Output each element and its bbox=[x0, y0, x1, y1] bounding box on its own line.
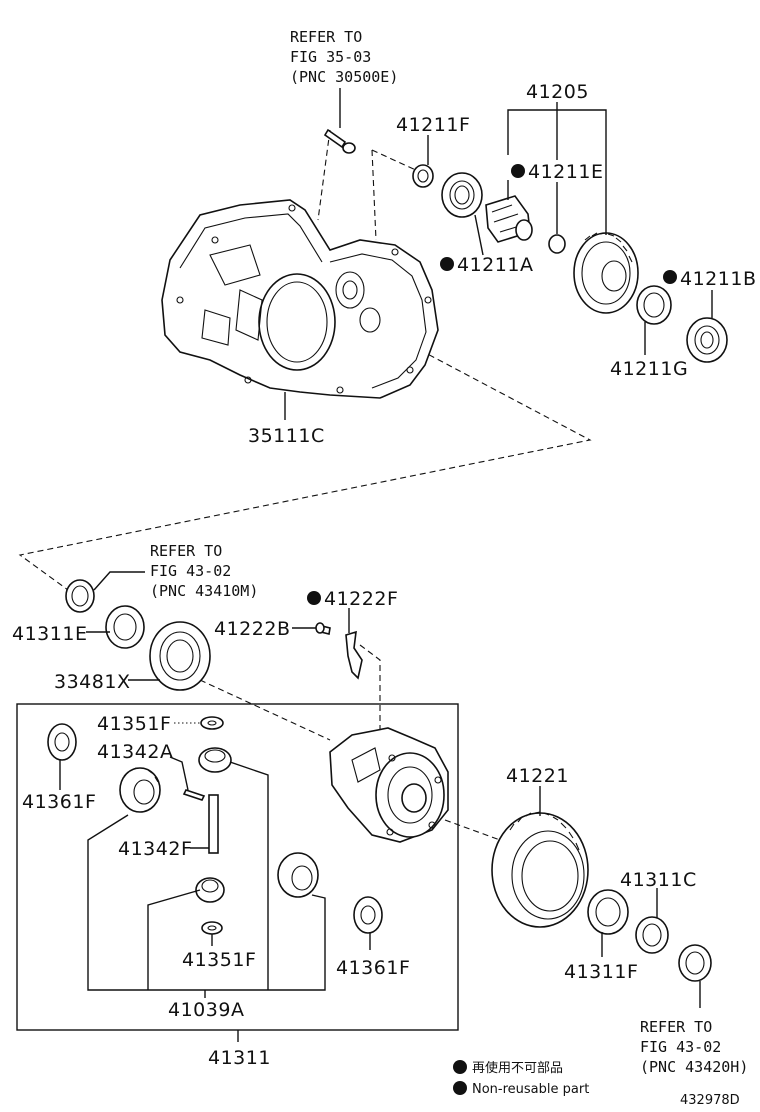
ref-bottom: REFER TO FIG 43-02 (PNC 43420H) bbox=[640, 1018, 748, 1076]
label-41211E: 41211E bbox=[528, 161, 603, 183]
non-reusable-marker-41222F bbox=[307, 591, 321, 605]
label-41311F: 41311F bbox=[564, 961, 638, 983]
ref-bottom-line3: (PNC 43420H) bbox=[640, 1058, 748, 1076]
ref-top-line2: FIG 35-03 bbox=[290, 48, 371, 66]
label-41221: 41221 bbox=[506, 765, 569, 787]
label-41311: 41311 bbox=[208, 1047, 271, 1069]
seal-33481X bbox=[149, 621, 211, 691]
bearing-41311E bbox=[105, 605, 145, 649]
legend-dot-english bbox=[453, 1081, 467, 1095]
label-41311C: 41311C bbox=[620, 869, 697, 891]
bearing-41211A bbox=[441, 172, 483, 218]
washer-41361F-right bbox=[353, 896, 383, 934]
washer-41351F-bottom bbox=[201, 921, 223, 935]
spacer-41211E bbox=[548, 234, 566, 254]
legend-english: Non-reusable part bbox=[472, 1082, 589, 1097]
assembly-dashed-lines bbox=[18, 129, 592, 841]
bracket-41039A-bottom bbox=[147, 889, 201, 990]
non-reusable-marker-41211E bbox=[511, 164, 525, 178]
ring-gear-41221 bbox=[491, 811, 589, 928]
label-35111C: 35111C bbox=[248, 425, 325, 447]
ref-mid-line2: FIG 43-02 bbox=[150, 562, 231, 580]
leader-ref-mid bbox=[93, 571, 145, 591]
washer-41361F-left bbox=[47, 723, 77, 761]
legend-japanese: 再使用不可部品 bbox=[472, 1060, 563, 1076]
pinion-gear-top bbox=[198, 747, 232, 773]
bearing-41311F bbox=[587, 889, 629, 935]
label-41222B: 41222B bbox=[214, 618, 290, 640]
label-41351F-bottom: 41351F bbox=[182, 949, 256, 971]
illustration-code: 432978D bbox=[680, 1093, 740, 1108]
bearing-41211B bbox=[686, 317, 728, 363]
pin-41342A bbox=[182, 789, 206, 801]
label-41205: 41205 bbox=[526, 81, 589, 103]
race-43410M bbox=[65, 579, 95, 613]
differential-case bbox=[329, 727, 449, 843]
ref-top-line1: REFER TO bbox=[290, 28, 362, 46]
pinion-shaft-41205 bbox=[485, 195, 533, 243]
label-41311E: 41311E bbox=[12, 623, 87, 645]
legend-dot-japanese bbox=[453, 1060, 467, 1074]
driven-gear-41205 bbox=[573, 232, 639, 314]
leader-41211A bbox=[474, 214, 484, 256]
label-41351F-top: 41351F bbox=[97, 713, 171, 735]
bolt-41222B bbox=[315, 622, 331, 635]
plate-41222F bbox=[345, 630, 363, 680]
bracket-41039A-outer bbox=[87, 814, 326, 991]
race-41311C bbox=[635, 916, 669, 954]
pinion-gear-bottom bbox=[195, 877, 225, 903]
leader-41342A bbox=[169, 756, 189, 791]
label-33481X: 33481X bbox=[54, 671, 130, 693]
ref-bottom-line1: REFER TO bbox=[640, 1018, 712, 1036]
side-gear-left bbox=[119, 767, 161, 813]
label-41211B: 41211B bbox=[680, 268, 756, 290]
label-41211G: 41211G bbox=[610, 358, 688, 380]
shaft-41342F bbox=[208, 794, 219, 854]
ref-top: REFER TO FIG 35-03 (PNC 30500E) bbox=[290, 28, 398, 86]
ref-top-line3: (PNC 30500E) bbox=[290, 68, 398, 86]
ref-mid-line1: REFER TO bbox=[150, 542, 222, 560]
label-41361F-left: 41361F bbox=[22, 791, 96, 813]
legend: 再使用不可部品 Non-reusable part bbox=[453, 1060, 589, 1097]
shim-41211F bbox=[412, 164, 434, 188]
non-reusable-marker-41211A bbox=[440, 257, 454, 271]
transaxle-housing-35111C bbox=[161, 199, 439, 399]
ref-mid: REFER TO FIG 43-02 (PNC 43410M) bbox=[150, 542, 258, 600]
bolt bbox=[323, 128, 356, 154]
ref-mid-line3: (PNC 43410M) bbox=[150, 582, 258, 600]
label-41211A: 41211A bbox=[457, 254, 533, 276]
race-43420H bbox=[678, 944, 712, 982]
label-41039A: 41039A bbox=[168, 999, 244, 1021]
label-41211F: 41211F bbox=[396, 114, 470, 136]
label-41342F: 41342F bbox=[118, 838, 192, 860]
oil-seal-41211G bbox=[636, 285, 672, 325]
label-41342A: 41342A bbox=[97, 741, 173, 763]
side-gear-right bbox=[277, 852, 319, 898]
bracket-41039A-top bbox=[229, 761, 269, 990]
label-41361F-right: 41361F bbox=[336, 957, 410, 979]
washer-41351F-top bbox=[200, 716, 224, 730]
ref-bottom-line2: FIG 43-02 bbox=[640, 1038, 721, 1056]
non-reusable-marker-41211B bbox=[663, 270, 677, 284]
label-41222F: 41222F bbox=[324, 588, 398, 610]
